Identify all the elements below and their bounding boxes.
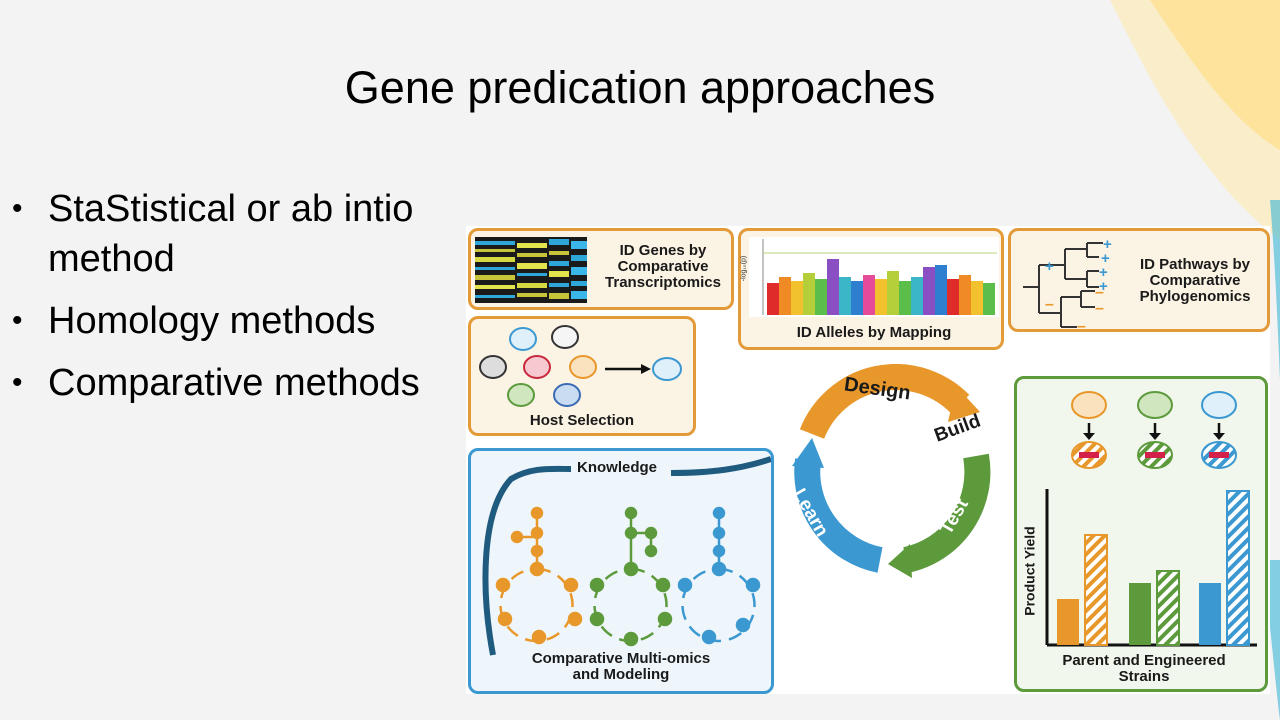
svg-text:–: – (1077, 318, 1086, 331)
network-diagrams (495, 506, 761, 647)
label-line: Phylogenomics (1139, 288, 1251, 305)
host-selection-panel: Host Selection (468, 316, 696, 436)
strains-chart (1045, 391, 1257, 647)
svg-text:+: + (1045, 258, 1054, 275)
mapping-axis-label: -log₁₀(p) (740, 255, 748, 282)
phylogenomics-label: ID Pathways by Comparative Phylogenomics (1119, 257, 1271, 305)
strains-label: Parent and Engineered Strains (1017, 653, 1271, 685)
svg-text:–: – (1045, 296, 1054, 313)
label-line: Comparative Multi-omics (531, 650, 711, 667)
label-line: ID Pathways by (1139, 256, 1251, 273)
svg-text:–: – (1095, 284, 1104, 301)
phylo-tree: ++ +++ –– –– (1023, 236, 1112, 331)
label-line: Transcriptomics (605, 274, 721, 291)
label-line: and Modeling (572, 666, 670, 683)
svg-text:+: + (1099, 278, 1108, 295)
bullet-text: StaStistical or ab intio method (48, 188, 414, 280)
yield-axis-label: Product Yield (1021, 526, 1038, 616)
bullet-dot: • (12, 304, 23, 337)
svg-text:+: + (1099, 264, 1108, 281)
bullet-text: Comparative methods (48, 362, 420, 404)
strains-panel: Product Yield Parent and Engineered Stra… (1014, 376, 1268, 692)
multiomics-label: Comparative Multi-omics and Modeling (471, 651, 771, 683)
phylogenomics-panel: ++ +++ –– –– ID Pathways by Comparative … (1008, 228, 1270, 332)
slide-title: Gene predication approaches (344, 62, 936, 113)
svg-text:+: + (1103, 236, 1112, 253)
bullet-item: • Comparative methods (12, 358, 472, 408)
transcriptomics-panel: ID Genes by Comparative Transcriptomics (468, 228, 734, 310)
label-line: Strains (1118, 668, 1170, 685)
bullet-list: • StaStistical or ab intio method • Homo… (12, 184, 472, 420)
dbtl-cycle (792, 364, 991, 578)
bullet-dot: • (12, 366, 23, 399)
bullet-item: • Homology methods (12, 296, 472, 346)
bullet-text: Homology methods (48, 300, 376, 342)
label-line: Parent and Engineered (1062, 652, 1226, 669)
knowledge-arrow (482, 456, 771, 656)
mapping-panel: -log₁₀(p) ID Alleles by Mapping (738, 228, 1004, 350)
dbtl-figure: ID Genes by Comparative Transcriptomics (466, 226, 1270, 694)
bullet-dot: • (12, 192, 23, 225)
svg-text:–: – (1095, 300, 1104, 317)
label-line: ID Genes by (619, 242, 707, 259)
transcriptomics-label: ID Genes by Comparative Transcriptomics (593, 243, 733, 291)
manhattan-plot (749, 237, 999, 317)
heatmap-image (475, 237, 587, 303)
mapping-label: ID Alleles by Mapping (796, 324, 952, 341)
knowledge-label: Knowledge (577, 459, 658, 476)
label-line: Comparative (1149, 272, 1241, 289)
label-line: Comparative (617, 258, 709, 275)
svg-text:+: + (1101, 250, 1110, 267)
bullet-item: • StaStistical or ab intio method (12, 184, 472, 284)
multiomics-panel: Knowledge (468, 448, 774, 694)
host-cells-image (479, 325, 682, 407)
host-selection-label: Host Selection (529, 412, 635, 429)
